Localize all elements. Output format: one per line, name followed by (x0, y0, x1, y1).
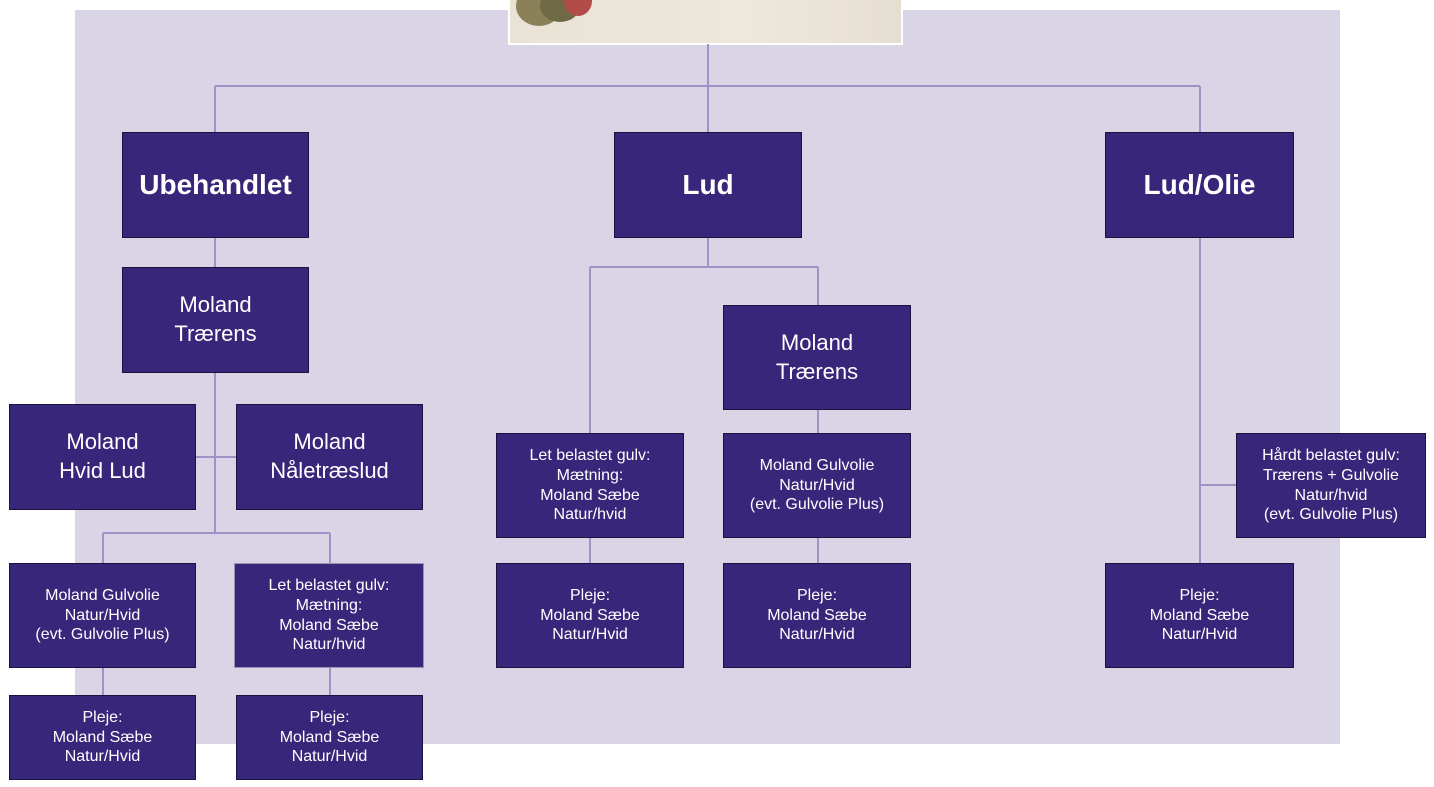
box-ub-let-belastet: Let belastet gulv: Mætning: Moland Sæbe … (234, 563, 424, 668)
stones-on-wood-photo (508, 0, 903, 45)
box-ub-pleje-1: Pleje: Moland Sæbe Natur/Hvid (9, 695, 196, 780)
box-lud-gulvolie: Moland Gulvolie Natur/Hvid (evt. Gulvoli… (723, 433, 911, 538)
box-lud-let-belastet: Let belastet gulv: Mætning: Moland Sæbe … (496, 433, 684, 538)
box-lud-olie: Lud/Olie (1105, 132, 1294, 238)
stone-icon (564, 0, 592, 16)
box-ubehandlet: Ubehandlet (122, 132, 309, 238)
box-ub-gulvolie: Moland Gulvolie Natur/Hvid (evt. Gulvoli… (9, 563, 196, 668)
box-lo-pleje: Pleje: Moland Sæbe Natur/Hvid (1105, 563, 1294, 668)
box-ub-naaletraeslud: Moland Nåletræslud (236, 404, 423, 510)
box-ub-traerens: Moland Trærens (122, 267, 309, 373)
box-lo-haardt-belastet: Hårdt belastet gulv: Trærens + Gulvolie … (1236, 433, 1426, 538)
box-lud: Lud (614, 132, 802, 238)
box-lud-traerens: Moland Trærens (723, 305, 911, 410)
box-lud-pleje-1: Pleje: Moland Sæbe Natur/Hvid (496, 563, 684, 668)
box-lud-pleje-2: Pleje: Moland Sæbe Natur/Hvid (723, 563, 911, 668)
box-ub-hvid-lud: Moland Hvid Lud (9, 404, 196, 510)
box-ub-pleje-2: Pleje: Moland Sæbe Natur/Hvid (236, 695, 423, 780)
